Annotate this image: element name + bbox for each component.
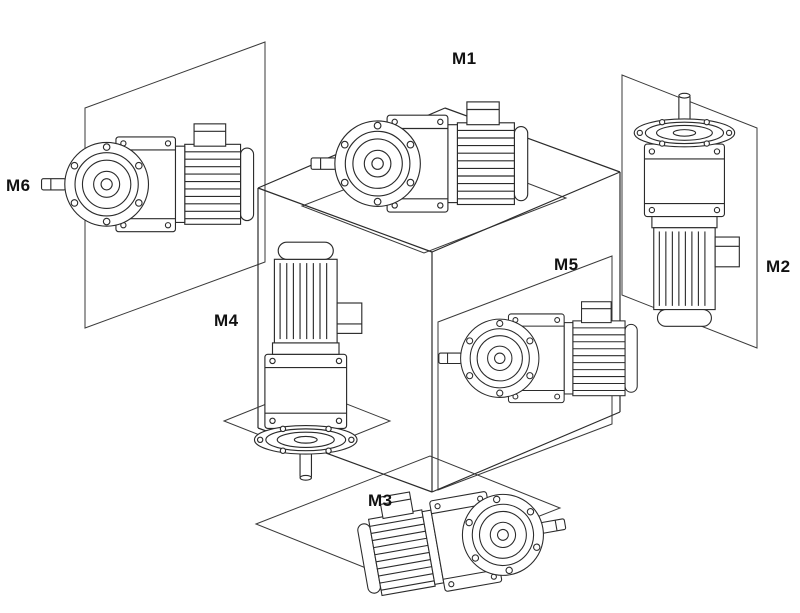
- gearmotor-m4-drawing: [253, 241, 363, 481]
- reference-cube: [257, 107, 621, 493]
- label-m2: M2: [766, 257, 791, 276]
- gearmotor-m2-drawing: [633, 92, 740, 327]
- gearmotor-m6-drawing: [42, 124, 254, 232]
- mounting-plane-m5: [437, 255, 613, 491]
- label-m5: M5: [554, 255, 579, 274]
- gearmotor-m5-drawing: [439, 302, 637, 403]
- mounting-plane-m6: [84, 41, 266, 329]
- label-m6: M6: [6, 176, 31, 195]
- mounting-plane-m3: [254, 455, 562, 577]
- gearmotor-m3-drawing: [353, 466, 573, 604]
- mounting-plane-m2: [621, 74, 758, 349]
- label-m3: M3: [368, 491, 393, 510]
- label-m1: M1: [452, 49, 477, 68]
- label-m4: M4: [214, 311, 239, 330]
- gearmotor-m1-drawing: [311, 102, 528, 212]
